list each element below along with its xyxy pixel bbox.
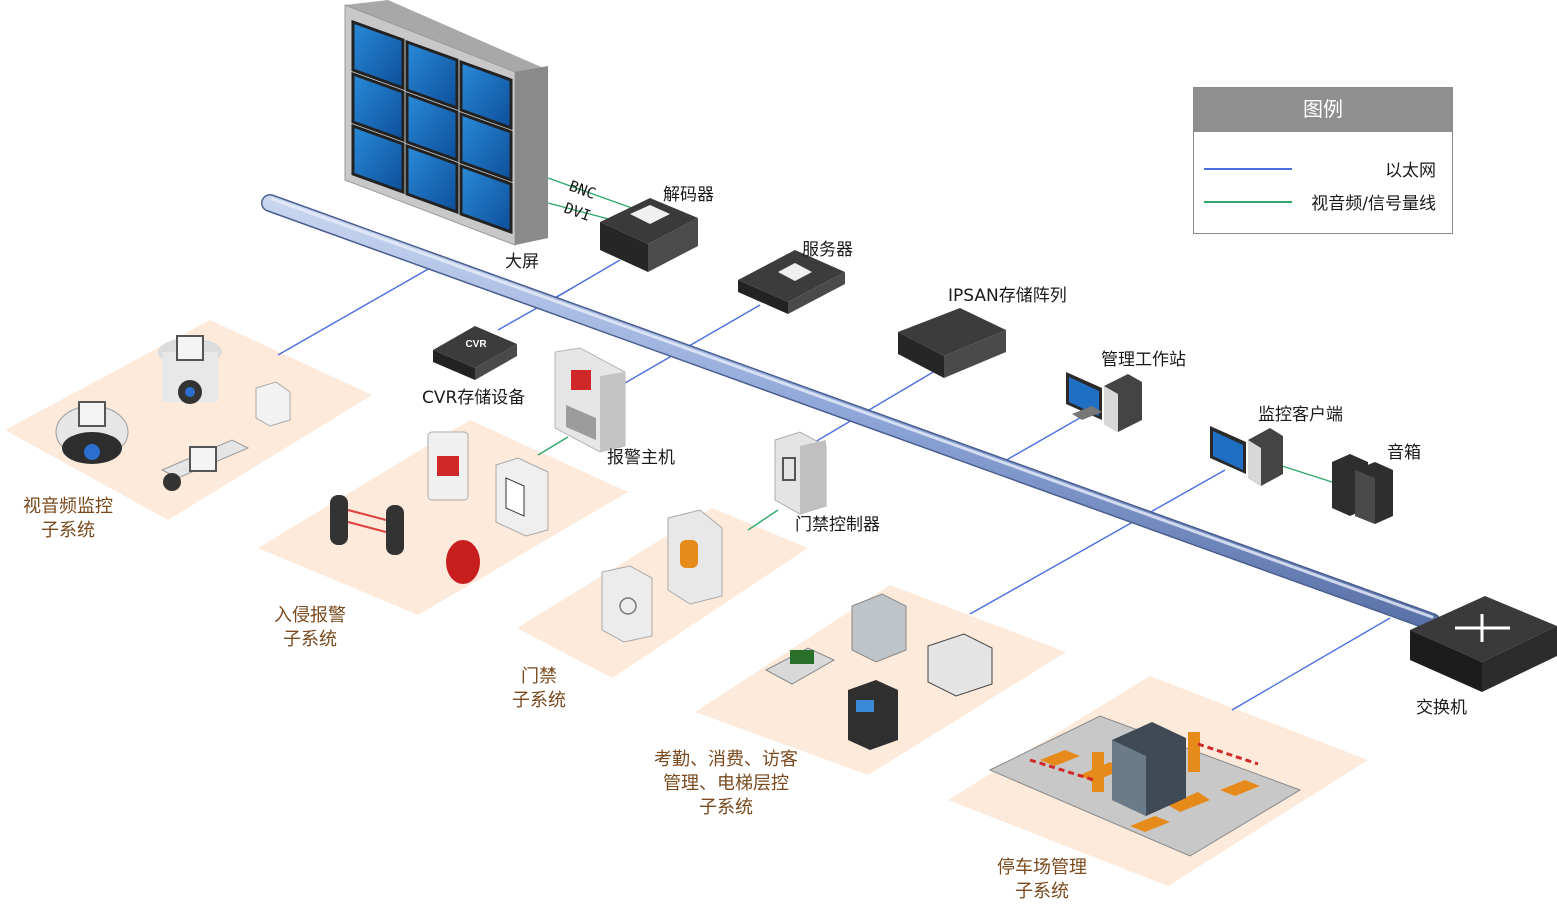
link-bnc (547, 177, 633, 209)
subsystem-video-line1: 视音频监控 (23, 496, 113, 517)
label-cvr: CVR存储设备 (422, 388, 526, 408)
video-devices (55, 335, 291, 491)
cvr-device: CVR (433, 326, 517, 380)
cvr-badge: CVR (465, 339, 487, 350)
access-devices (601, 509, 723, 643)
label-decoder: 解码器 (663, 185, 714, 205)
dvi-label: DVI (562, 199, 594, 225)
subsystem-parking: 停车场管理 子系统 (982, 856, 1102, 904)
subsystem-parking-line2: 子系统 (1015, 881, 1069, 902)
label-alarm-host: 报警主机 (607, 448, 675, 468)
parking-scene (988, 715, 1302, 857)
screen-panels (351, 19, 513, 235)
zone-video (5, 320, 372, 520)
label-monitor-client: 监控客户端 (1258, 405, 1343, 425)
link-attendance (969, 469, 1226, 615)
link-alarm-sensors (537, 436, 569, 456)
zone-access (517, 508, 808, 678)
label-server: 服务器 (802, 240, 853, 260)
subsystem-attendance-line2: 管理、电梯层控 (663, 773, 789, 794)
ipsan-storage (898, 308, 1006, 378)
subsystem-video-line2: 子系统 (41, 520, 95, 541)
subsystem-access-line1: 门禁 (521, 666, 557, 687)
label-workstation: 管理工作站 (1101, 350, 1186, 370)
workstation (1066, 372, 1142, 432)
decoder (600, 198, 698, 272)
legend-label-ethernet: 以太网 (1385, 161, 1436, 181)
label-speaker: 音箱 (1387, 443, 1421, 463)
legend-title: 图例 (1194, 88, 1452, 132)
link-alarm-host (624, 304, 761, 384)
label-ipsan: IPSAN存储阵列 (948, 286, 1067, 306)
ethernet-bus (261, 194, 1441, 631)
subsystem-attendance: 考勤、消费、访客 管理、电梯层控 子系统 (636, 748, 816, 820)
link-parking (1231, 617, 1391, 711)
label-big-screen: 大屏 (505, 252, 539, 272)
link-access-devices (747, 509, 779, 531)
intrusion-devices (330, 431, 549, 584)
subsystem-parking-line1: 停车场管理 (997, 857, 1087, 878)
legend-swatch-signal (1204, 201, 1292, 203)
switch (1410, 596, 1557, 692)
link-workstation (1002, 414, 1086, 463)
link-access-ctrl (814, 367, 941, 443)
subsystem-access: 门禁 子系统 (494, 665, 584, 713)
monitor-client (1210, 426, 1283, 486)
label-access-controller: 门禁控制器 (795, 515, 880, 535)
legend-item-signal: 视音频/信号量线 (1204, 189, 1436, 214)
legend: 图例 以太网 视音频/信号量线 (1193, 87, 1453, 234)
attendance-devices (764, 593, 993, 750)
speakers (1332, 454, 1393, 524)
legend-swatch-ethernet (1204, 168, 1292, 170)
subsystem-intrusion: 入侵报警 子系统 (260, 604, 360, 652)
legend-item-ethernet: 以太网 (1204, 156, 1436, 181)
alarm-host (554, 347, 626, 453)
subsystem-access-line2: 子系统 (512, 690, 566, 711)
link-speaker (1281, 465, 1333, 483)
server (738, 250, 845, 314)
zone-attendance (695, 585, 1066, 775)
subsystem-attendance-line3: 子系统 (699, 797, 753, 818)
bnc-label: BNC (567, 177, 599, 203)
label-switch: 交换机 (1416, 698, 1467, 718)
subsystem-intrusion-line1: 入侵报警 (274, 605, 346, 626)
link-decoder (554, 259, 621, 299)
link-video (277, 267, 431, 356)
subsystem-attendance-line1: 考勤、消费、访客 (654, 749, 798, 770)
ethernet-links (277, 259, 1391, 711)
access-controller (774, 431, 827, 515)
big-screen (344, 0, 548, 246)
legend-label-signal: 视音频/信号量线 (1311, 194, 1436, 214)
subsystem-video: 视音频监控 子系统 (10, 495, 126, 543)
subsystem-intrusion-line2: 子系统 (283, 629, 337, 650)
